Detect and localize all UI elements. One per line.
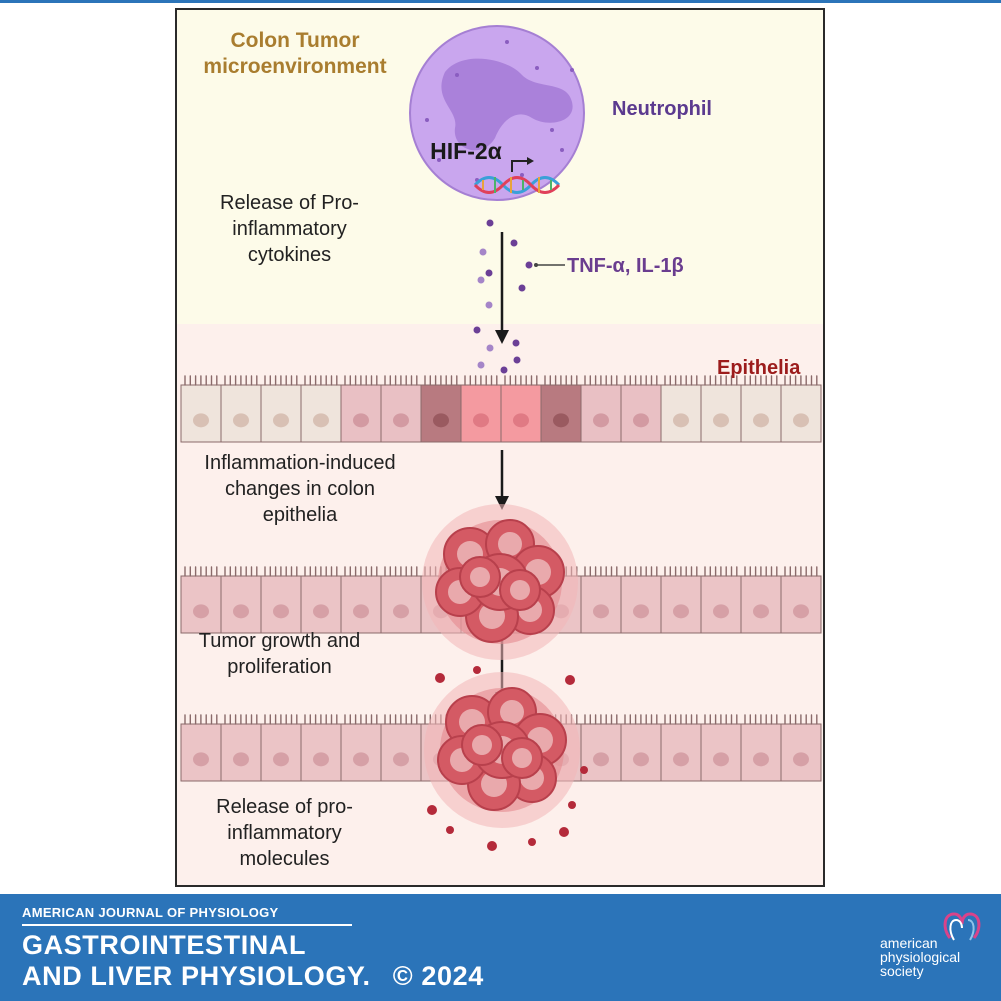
epithelial-cell [340,375,382,443]
neutrophil-label: Neutrophil [612,98,712,120]
molecule-particle [446,826,454,834]
step-release-molecules: Release of pro-inflammatory molecules [216,796,353,870]
step-release-cytokines: Release of Pro-inflammatory cytokines [220,192,359,266]
copyright-text: © 2024 [392,961,484,991]
epithelial-cell [540,375,582,443]
epithelium-row-healthy [180,375,822,443]
molecule-particle [435,673,445,683]
epithelial-cell [740,714,782,782]
flow-arrow-2 [495,450,509,510]
aps-logo-icon [943,912,981,941]
epithelial-cell [580,566,622,634]
epithelial-cell [220,375,262,443]
epithelial-cell [660,566,702,634]
tumor-cell [461,724,503,766]
epithelial-cell [260,714,302,782]
epithelial-cell [660,375,702,443]
molecule-particle [487,841,497,851]
journal-title-line2: AND LIVER PHYSIOLOGY. © 2024 [22,961,484,991]
epithelial-cell [340,566,382,634]
cytokine-particles [473,219,533,374]
epithelial-cell [380,375,422,443]
epithelial-cell [380,566,422,634]
epithelial-cell [660,714,702,782]
epithelial-cell [260,375,302,443]
epithelial-cell [380,714,422,782]
epithelial-cell [500,375,542,443]
tumor-cell [499,569,541,611]
publisher-name: american physiological society [880,935,961,979]
dna-icon [473,176,561,194]
epithelial-cell [300,566,342,634]
molecule-particle [559,827,569,837]
epithelial-cell [260,566,302,634]
epithelial-cell [780,714,822,782]
diagram-graphics [180,25,822,851]
transcription-arrow-icon [511,157,534,172]
epithelial-cell [180,375,222,443]
journal-title-line2-text: AND LIVER PHYSIOLOGY. [22,961,371,991]
epithelia-label: Epithelia [717,357,801,379]
journal-rule [22,924,352,926]
epithelial-cell [300,375,342,443]
tumor-cell [501,737,543,779]
tumor-mass [422,504,578,660]
neutrophil-cell [409,25,585,201]
gene-label: HIF-2α [430,138,502,164]
epithelial-cell [180,714,222,782]
epithelial-cell [740,566,782,634]
epithelial-cell [700,375,742,443]
epithelial-cell [780,566,822,634]
epithelial-cell [740,375,782,443]
journal-title-line1: GASTROINTESTINAL [22,930,307,960]
epithelial-cell [700,566,742,634]
molecule-particle [473,666,481,674]
step-tumor-growth: Tumor growth and proliferation [198,630,361,678]
cytokine-pointer [534,263,565,267]
journal-footer [0,894,1001,1001]
epithelial-cell [620,566,662,634]
step-inflammation-changes: Inflammation-induced changes in colon ep… [204,452,396,526]
epithelial-cell [460,375,502,443]
epithelial-cell [340,714,382,782]
tumor-mass-releasing [424,666,588,851]
cytokine-label: TNF-α, IL-1β [567,255,684,277]
molecule-particle [568,801,576,809]
molecule-particle [580,766,588,774]
epithelial-cell [620,714,662,782]
epithelial-cell [220,714,262,782]
molecule-particle [427,805,437,815]
molecule-particle [565,675,575,685]
epithelial-cell [780,375,822,443]
epithelial-cell [700,714,742,782]
molecule-particle [528,838,536,846]
epithelial-cell [420,375,462,443]
epithelial-cell [300,714,342,782]
epithelial-cell [180,566,222,634]
epithelial-cell [620,375,662,443]
diagram-title: Colon Tumor microenvironment [203,29,387,78]
journal-series: AMERICAN JOURNAL OF PHYSIOLOGY [22,905,279,920]
epithelial-cell [220,566,262,634]
tumor-cell [459,556,501,598]
epithelial-cell [580,375,622,443]
top-rule [0,0,1001,3]
nucleus-shape [441,58,573,151]
flow-arrow-1 [495,232,509,344]
diagram-panel: Colon Tumor microenvironment Neutrophil … [175,8,825,887]
